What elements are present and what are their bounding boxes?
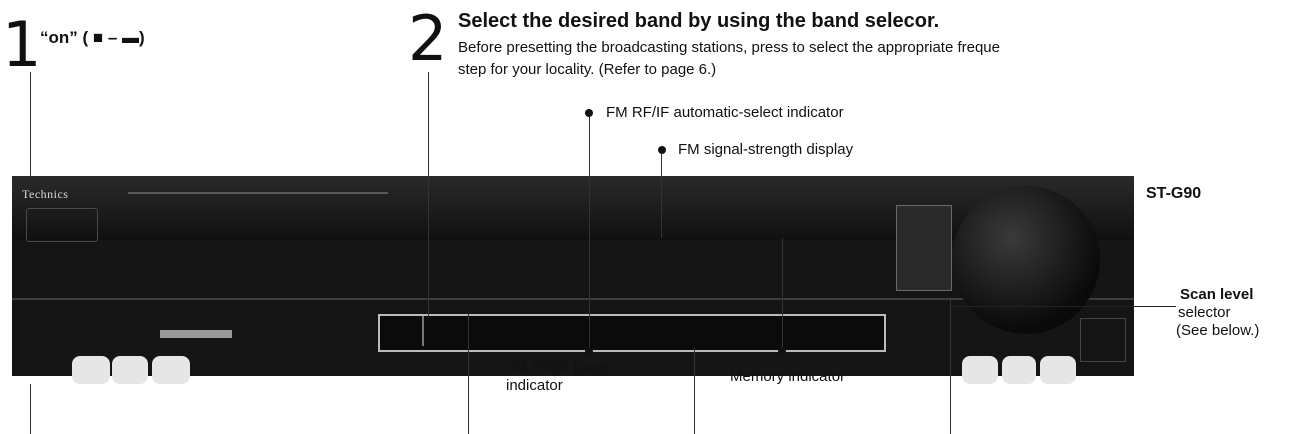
fm-rf-if-band-dot [585,347,593,355]
fm-rf-if-band-label-1: FM RF/IF band [506,360,607,377]
step-2-instruction-line-2: step for your locality. (Refer to page 6… [458,61,717,78]
scan-level-label-2: selector [1178,304,1231,321]
display-window [378,314,886,352]
foot-button-right-1 [962,356,998,384]
fm-rf-if-auto-leader-line [589,117,590,349]
scan-level-button[interactable] [896,205,952,291]
fm-rf-if-automatic-select-label: FM RF/IF automatic-select indicator [606,104,844,121]
memory-indicator-label: Memory indicator [730,368,846,385]
power-switch[interactable] [26,208,98,242]
scan-level-leader-vertical [950,300,951,434]
foot-button-left-2 [112,356,148,384]
model-label: ST-G90 [1146,185,1202,202]
tuning-knob[interactable] [952,186,1100,334]
step-2-title: Select the desired band by using the ban… [458,10,940,32]
panel-small-label [160,330,232,338]
step-2-leader-line [428,72,429,318]
step-2-instruction-line-1: Before presetting the broadcasting stati… [458,39,1000,56]
scan-level-label-1: Scan level [1180,286,1254,303]
fm-signal-strength-label: FM signal-strength display [678,141,854,158]
brand-logo: Technics [22,187,69,201]
scan-level-label-3: (See below.) [1176,322,1260,339]
step-1-number: 1 [2,8,42,81]
foot-button-right-2 [1002,356,1036,384]
step-2-number: 2 [408,2,448,75]
knob-side-panel [1080,318,1126,362]
panel-fine-print [128,192,388,194]
step-1-leader-line-bottom [30,384,31,434]
foot-button-left-3 [152,356,190,384]
foot-button-right-3 [1040,356,1076,384]
step-1-power-on-text: “on” ( ■ – ▬) [40,28,145,47]
memory-indicator-leader-line [782,238,783,350]
memory-indicator-dot [778,347,786,355]
scan-level-leader-line [952,306,1176,307]
fm-signal-strength-dot [658,146,666,154]
step-1-leader-line [30,72,31,178]
band-indicator-leader-right [694,348,695,434]
foot-button-left-1 [72,356,110,384]
fm-rf-if-band-label-2: indicator [506,377,563,394]
fm-rf-if-auto-dot [585,109,593,117]
display-divider [422,316,424,346]
panel-divider [12,298,1134,300]
fm-signal-strength-leader-line [661,154,662,238]
band-indicator-leader-left [468,314,469,434]
